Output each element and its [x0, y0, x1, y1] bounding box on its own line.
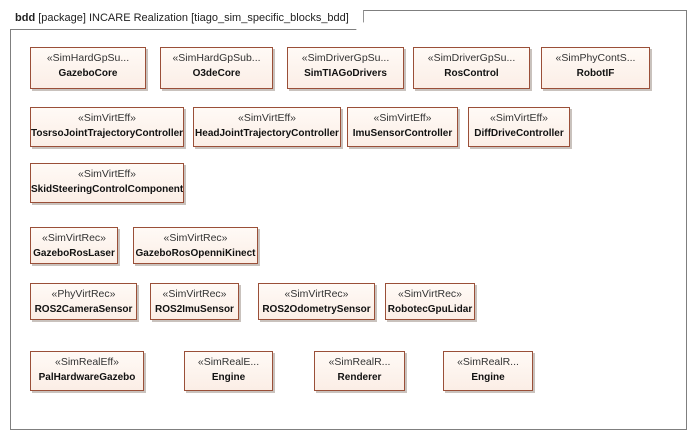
block-stereotype: «SimRealR... — [457, 356, 519, 368]
block-element[interactable]: «SimVirtRec» ROS2ImuSensor — [150, 283, 239, 320]
block-name: TosrsoJointTrajectoryController — [31, 128, 184, 139]
block-stereotype: «SimRealE... — [197, 356, 260, 368]
block-stereotype: «SimHardGpSub... — [172, 52, 261, 64]
block-element[interactable]: «SimVirtEff» HeadJointTrajectoryControlle… — [193, 107, 341, 147]
block-name: RobotIF — [576, 68, 615, 79]
block-name: O3deCore — [192, 68, 241, 79]
block-stereotype: «SimVirtEff» — [78, 168, 136, 180]
block-element[interactable]: «SimRealE... Engine — [184, 351, 273, 391]
block-stereotype: «SimDriverGpSu... — [301, 52, 390, 64]
block-stereotype: «SimVirtRec» — [398, 288, 462, 300]
block-name: GazeboCore — [58, 68, 118, 79]
block-name: ROS2ImuSensor — [155, 304, 234, 315]
block-element[interactable]: «SimRealR... Renderer — [314, 351, 405, 391]
block-element[interactable]: «SimRealEff» PalHardwareGazebo — [30, 351, 144, 391]
block-name: DiffDriveController — [474, 128, 564, 139]
diagram-kind-label: bdd — [15, 12, 36, 24]
block-element[interactable]: «SimVirtRec» RobotecGpuLidar — [385, 283, 475, 320]
block-stereotype: «SimVirtEff» — [78, 112, 136, 124]
block-name: PalHardwareGazebo — [38, 372, 136, 383]
diagram-title: [package] INCARE Realization [tiago_sim_… — [38, 12, 349, 24]
block-element[interactable]: «SimDriverGpSu... RosControl — [413, 47, 530, 89]
block-stereotype: «SimVirtRec» — [163, 232, 228, 244]
block-element[interactable]: «SimVirtRec» GazeboRosLaser — [30, 227, 118, 264]
block-name: SkidSteeringControlComponent — [31, 184, 184, 195]
block-name: HeadJointTrajectoryController — [195, 128, 339, 139]
block-stereotype: «SimRealEff» — [54, 356, 119, 368]
block-name: Engine — [471, 372, 505, 383]
block-name: SimTIAGoDrivers — [304, 68, 387, 79]
block-stereotype: «SimPhyContS... — [555, 52, 636, 64]
block-element[interactable]: «SimVirtEff» SkidSteeringControlComponent — [30, 163, 184, 203]
block-stereotype: «SimVirtEff» — [373, 112, 432, 124]
block-name: ROS2OdometrySensor — [262, 304, 371, 315]
block-name: GazeboRosLaser — [33, 248, 115, 259]
block-element[interactable]: «SimVirtEff» DiffDriveController — [468, 107, 570, 147]
block-name: RosControl — [444, 68, 499, 79]
block-stereotype: «SimVirtEff» — [238, 112, 296, 124]
block-stereotype: «SimVirtRec» — [42, 232, 106, 244]
block-name: RobotecGpuLidar — [387, 304, 473, 315]
block-stereotype: «SimHardGpSu... — [46, 52, 130, 64]
block-name: GazeboRosOpenniKinect — [135, 248, 256, 259]
block-element[interactable]: «SimRealR... Engine — [443, 351, 533, 391]
block-stereotype: «SimVirtEff» — [490, 112, 548, 124]
block-element[interactable]: «SimVirtRec» ROS2OdometrySensor — [258, 283, 375, 320]
block-name: ROS2CameraSensor — [34, 304, 133, 315]
block-element[interactable]: «PhyVirtRec» ROS2CameraSensor — [30, 283, 137, 320]
block-stereotype: «PhyVirtRec» — [51, 288, 116, 300]
block-element[interactable]: «SimHardGpSub... O3deCore — [160, 47, 273, 89]
block-stereotype: «SimVirtRec» — [162, 288, 227, 300]
block-name: Renderer — [337, 372, 382, 383]
block-stereotype: «SimDriverGpSu... — [427, 52, 516, 64]
block-element[interactable]: «SimVirtEff» ImuSensorController — [347, 107, 458, 147]
block-stereotype: «SimVirtRec» — [284, 288, 349, 300]
block-element[interactable]: «SimHardGpSu... GazeboCore — [30, 47, 146, 89]
block-element[interactable]: «SimVirtRec» GazeboRosOpenniKinect — [133, 227, 258, 264]
block-element[interactable]: «SimVirtEff» TosrsoJointTrajectoryControl… — [30, 107, 184, 147]
block-stereotype: «SimRealR... — [328, 356, 391, 368]
diagram-frame-header: bdd [package] INCARE Realization [tiago_… — [10, 10, 364, 30]
block-name: Engine — [211, 372, 246, 383]
block-name: ImuSensorController — [352, 128, 453, 139]
block-element[interactable]: «SimDriverGpSu... SimTIAGoDrivers — [287, 47, 404, 89]
block-element[interactable]: «SimPhyContS... RobotIF — [541, 47, 650, 89]
